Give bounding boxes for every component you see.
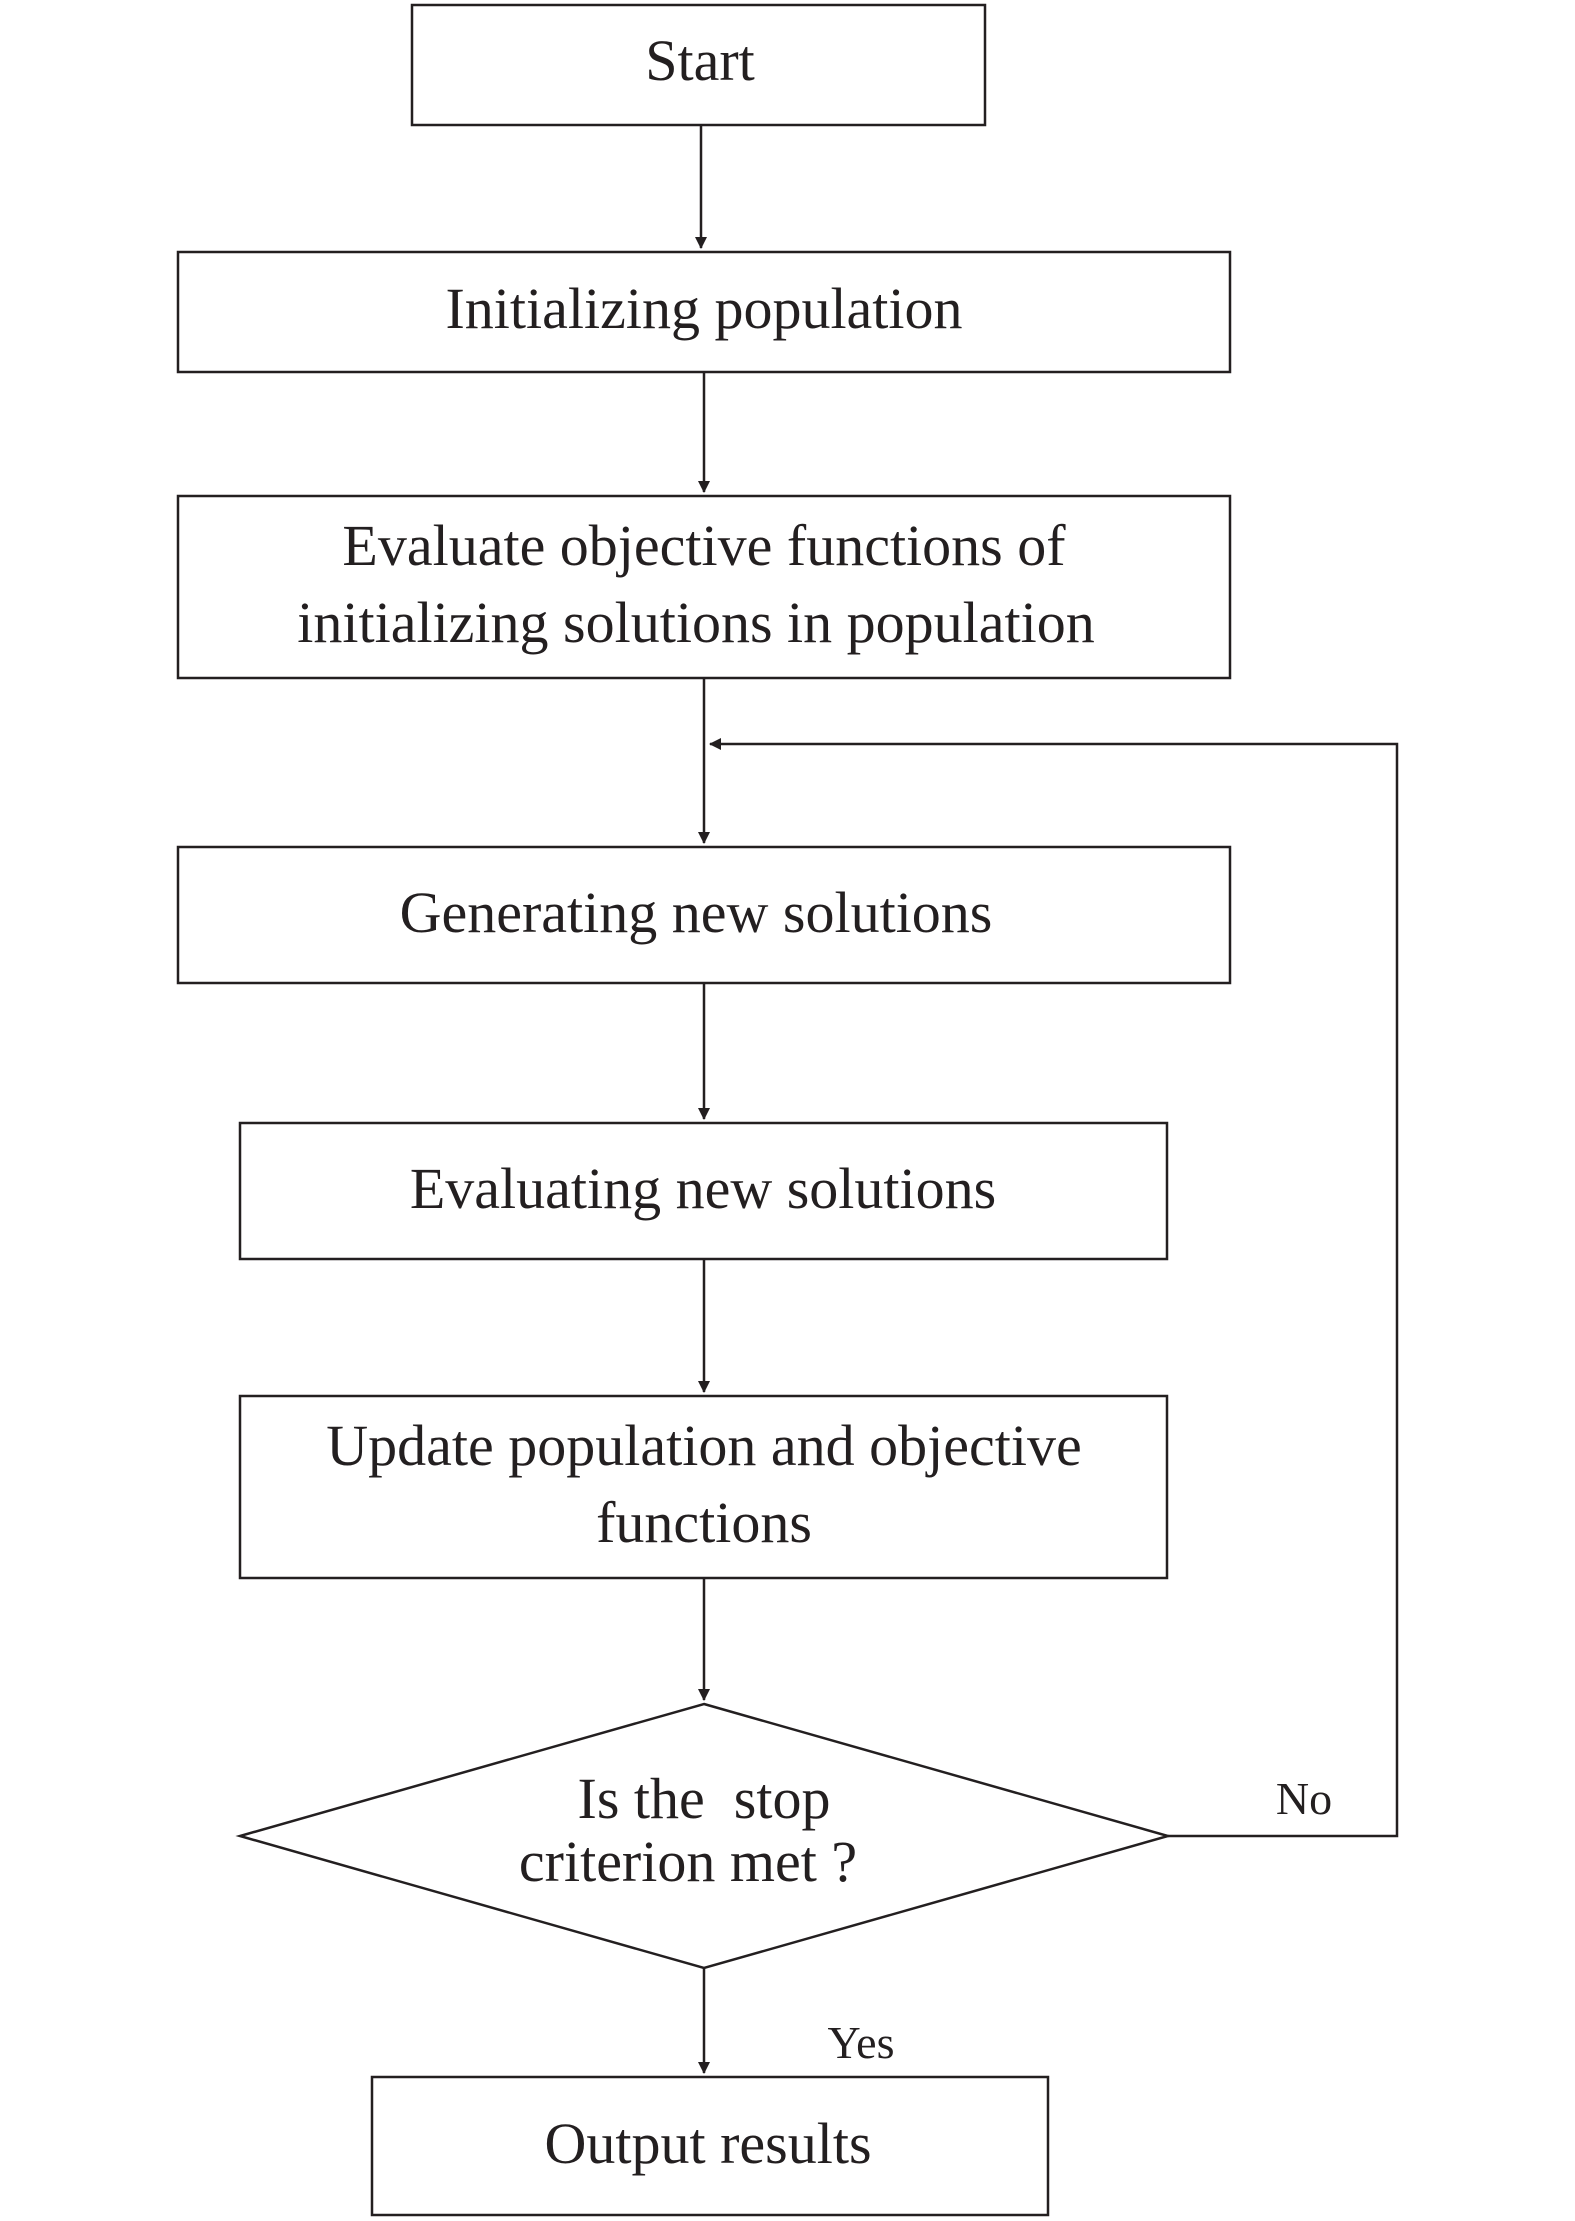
node-init: Initializing population [176,250,1232,374]
node-evaluate-init: Evaluate objective functions of initiali… [176,494,1232,680]
edge-label-no: No [1276,1773,1332,1824]
update-box [238,1394,1169,1580]
node-decision: Is the stop criterion met ? [235,1702,1173,1970]
evaluate-init-label-line2: initializing solutions in population [297,590,1094,655]
output-label: Output results [544,2111,871,2176]
update-label-line1: Update population and objective [326,1413,1081,1478]
node-output: Output results [370,2075,1050,2217]
output-box [370,2075,1050,2217]
decision-label-line1: Is the stop [578,1766,831,1831]
evaluate-new-box [238,1121,1169,1261]
update-label-line2: functions [596,1490,812,1555]
generate-box [176,845,1232,985]
evaluate-init-box [176,494,1232,680]
start-box [410,3,987,127]
node-update: Update population and objective function… [238,1394,1169,1580]
edge-decision-no-loop [709,738,1399,1838]
start-label: Start [645,28,755,93]
evaluate-init-label-line1: Evaluate objective functions of [342,513,1066,578]
init-label: Initializing population [445,276,962,341]
node-evaluate-new: Evaluating new solutions [238,1121,1169,1261]
node-start: Start [410,3,987,127]
node-generate: Generating new solutions [176,845,1232,985]
decision-label-line2: criterion met ? [519,1829,857,1894]
evaluate-new-label: Evaluating new solutions [410,1156,996,1221]
edge-label-yes: Yes [828,2017,895,2068]
generate-label: Generating new solutions [400,880,993,945]
init-box [176,250,1232,374]
